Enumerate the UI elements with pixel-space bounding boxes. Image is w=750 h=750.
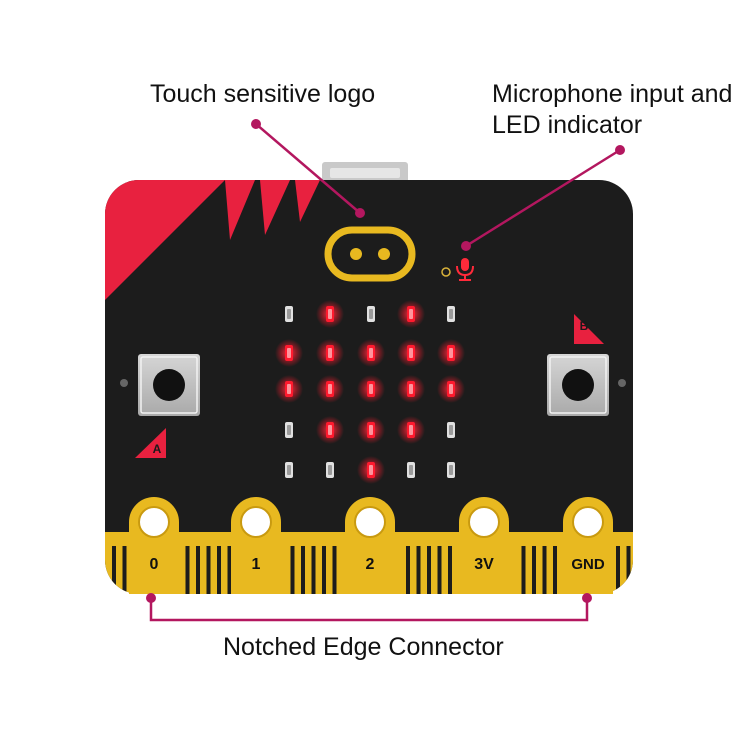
led-3-1 [316,416,344,444]
led-0-4 [447,306,455,322]
microphone-callout-line [465,148,621,248]
pin-pad-gnd[interactable] [563,497,613,594]
microphone-callout-line1: Microphone input and [492,80,732,108]
button-b-label: B [580,319,589,333]
led-2-1 [316,375,344,403]
pin-labels: 0 1 2 3V GND [150,556,605,573]
pin-pad-0[interactable] [129,497,179,594]
button-b-marker: B [574,314,604,344]
button-b[interactable] [547,354,609,416]
led-1-4 [437,339,465,367]
pin-label-3v: 3V [474,556,494,573]
callout-lines [149,123,621,622]
led-2-3 [397,375,425,403]
led-2-0 [275,375,303,403]
pin-label-1: 1 [252,556,261,573]
pin-label-gnd: GND [571,556,605,573]
led-matrix [275,300,465,484]
pin-pad-2[interactable] [345,497,395,594]
pin-pad-1[interactable] [231,497,281,594]
led-4-3 [407,462,415,478]
led-0-3 [397,300,425,328]
led-2-2 [357,375,385,403]
microphone-callout-line2: LED indicator [492,111,642,139]
led-4-4 [447,462,455,478]
led-3-2 [357,416,385,444]
logo-callout-line [255,123,361,214]
edge-connector-callout: Notched Edge Connector [223,633,504,661]
led-1-1 [316,339,344,367]
button-a[interactable] [138,354,200,416]
led-0-0 [285,306,293,322]
led-4-0 [285,462,293,478]
pin-pad-3v[interactable] [459,497,509,594]
touch-logo-callout: Touch sensitive logo [150,80,375,108]
led-0-1 [316,300,344,328]
microphone-indicator [441,258,474,281]
usb-connector [322,162,408,184]
led-1-3 [397,339,425,367]
pin-label-2: 2 [366,556,375,573]
pin-pads [129,497,613,594]
led-3-4 [447,422,455,438]
microphone-icon [456,258,474,281]
microphone-hole [441,267,451,277]
led-3-3 [397,416,425,444]
edge-callout-line [149,598,589,622]
button-a-label: A [153,442,162,456]
touch-logo[interactable] [324,226,416,282]
led-4-2 [357,456,385,484]
led-1-2 [357,339,385,367]
led-4-1 [326,462,334,478]
led-3-0 [285,422,293,438]
button-a-marker: A [135,428,166,458]
accent-stripes [105,180,320,300]
led-2-4 [437,375,465,403]
led-0-2 [367,306,375,322]
callout-dots [146,119,625,603]
led-1-0 [275,339,303,367]
pin-label-0: 0 [150,556,159,573]
